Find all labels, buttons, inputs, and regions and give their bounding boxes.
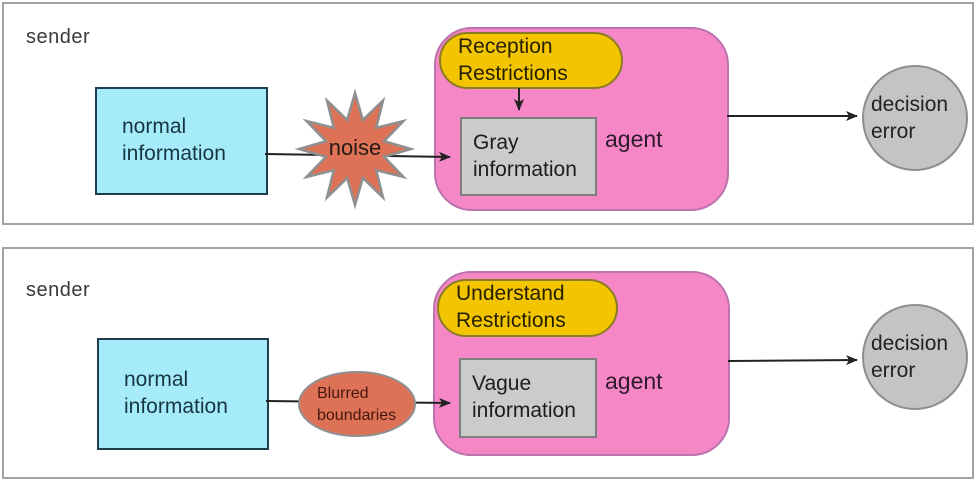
normal-information-label: normal information [122, 115, 226, 165]
normal-information-box: normal information [95, 87, 268, 195]
normal-information-label: normal information [124, 368, 228, 418]
vague-information-box: Vague information [459, 358, 597, 438]
understand-restrictions-pill: Understand Restrictions [437, 279, 618, 337]
vague-information-label: Vague information [472, 372, 576, 422]
reception-restrictions-pill: Reception Restrictions [439, 32, 623, 89]
normal-information-box: normal information [97, 338, 269, 450]
blurred-boundaries-label: Blurred boundaries [317, 385, 397, 424]
top-panel: sender normal information Reception Rest… [2, 2, 974, 225]
agent-label: agent [605, 368, 663, 394]
decision-error-label: decision error [871, 331, 949, 382]
reception-restrictions-label: Reception Restrictions [458, 34, 568, 85]
sender-label: sender [26, 26, 91, 48]
gray-information-box: Gray information [460, 117, 597, 196]
bottom-panel: sender normal information Understand Res… [2, 247, 974, 479]
noise-label: noise [328, 135, 382, 160]
decision-error-circle: decision error [862, 304, 968, 410]
agent-label: agent [605, 126, 663, 152]
decision-error-label: decision error [871, 92, 949, 143]
decision-error-circle: decision error [862, 65, 968, 171]
understand-restrictions-label: Understand Restrictions [456, 282, 566, 332]
gray-information-label: Gray information [473, 130, 577, 181]
sender-label: sender [26, 279, 91, 301]
